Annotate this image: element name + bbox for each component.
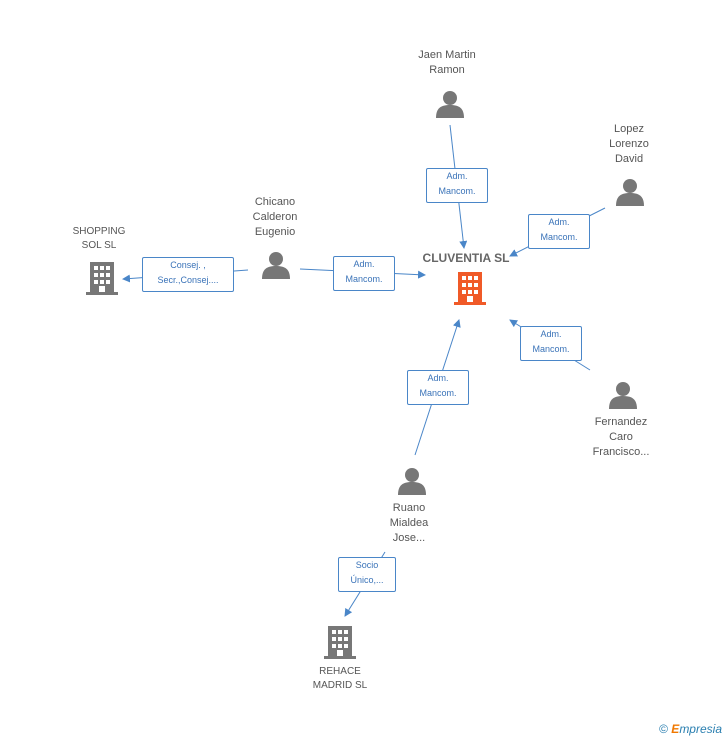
node-label-fernandez: Fernandez Caro Francisco...	[592, 416, 650, 458]
node-label-cluventia: CLUVENTIA SL	[422, 251, 510, 265]
brand-rest: mpresia	[679, 722, 722, 736]
edge-label-chicano-shopping[interactable]: Consej. , Secr.,Consej....	[142, 257, 234, 292]
node-label-ruano: Ruano Mialdea Jose...	[389, 502, 429, 544]
node-label-shopping: SHOPPING SOL SL	[72, 226, 126, 251]
person-icon[interactable]	[398, 467, 426, 495]
person-icon[interactable]	[262, 251, 290, 279]
edge-label-ruano-rehace[interactable]: Socio Único,...	[338, 557, 396, 592]
brand-initial: E	[671, 722, 680, 736]
person-icon[interactable]	[436, 90, 464, 118]
person-icon[interactable]	[616, 178, 644, 206]
node-label-rehace: REHACE MADRID SL	[312, 666, 368, 691]
building-icon[interactable]	[454, 270, 486, 306]
node-label-jaen: Jaen Martin Ramon	[418, 49, 476, 76]
edge-label-lopez-cluventia[interactable]: Adm. Mancom.	[528, 214, 590, 249]
building-icon[interactable]	[324, 624, 356, 660]
node-label-chicano: Chicano Calderon Eugenio	[252, 196, 298, 238]
footer-brand: © Empresia	[659, 722, 722, 736]
building-icon[interactable]	[86, 260, 118, 296]
edge-label-chicano-cluventia[interactable]: Adm. Mancom.	[333, 256, 395, 291]
edge-label-fernandez-cluventia[interactable]: Adm. Mancom.	[520, 326, 582, 361]
edge-label-ruano-cluventia[interactable]: Adm. Mancom.	[407, 370, 469, 405]
copyright-symbol: ©	[659, 722, 668, 736]
node-label-lopez: Lopez Lorenzo David	[609, 123, 649, 165]
person-icon[interactable]	[609, 381, 637, 409]
edge-label-jaen-cluventia[interactable]: Adm. Mancom.	[426, 168, 488, 203]
